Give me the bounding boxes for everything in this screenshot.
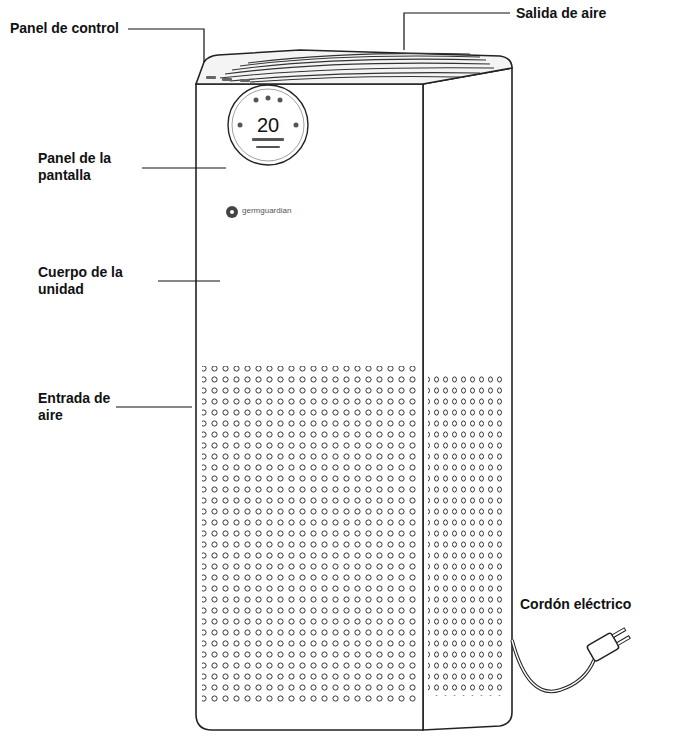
power-cord (512, 640, 594, 691)
control-buttons (206, 76, 250, 82)
air-outlet-grille (220, 53, 494, 82)
power-plug (586, 625, 631, 662)
part-label: Panel de control (10, 20, 119, 37)
part-label: Cuerpo de la unidad (38, 264, 154, 298)
air-inlet-side (428, 376, 506, 696)
brand-logo (226, 206, 238, 218)
brand-name: germguardian (242, 206, 291, 216)
unit-front (196, 84, 423, 730)
part-label: Salida de aire (516, 5, 606, 22)
display-icons (238, 96, 299, 149)
air-inlet-front (202, 366, 418, 706)
part-label: Panel de la pantalla (38, 150, 138, 184)
unit-top (196, 50, 512, 84)
unit-side (423, 68, 512, 730)
part-label: Cordón eléctrico (520, 596, 631, 613)
display-panel (228, 85, 308, 165)
part-label: Entrada de aire (38, 390, 112, 424)
leader-lines (116, 13, 510, 407)
display-reading: 20 (257, 114, 279, 136)
